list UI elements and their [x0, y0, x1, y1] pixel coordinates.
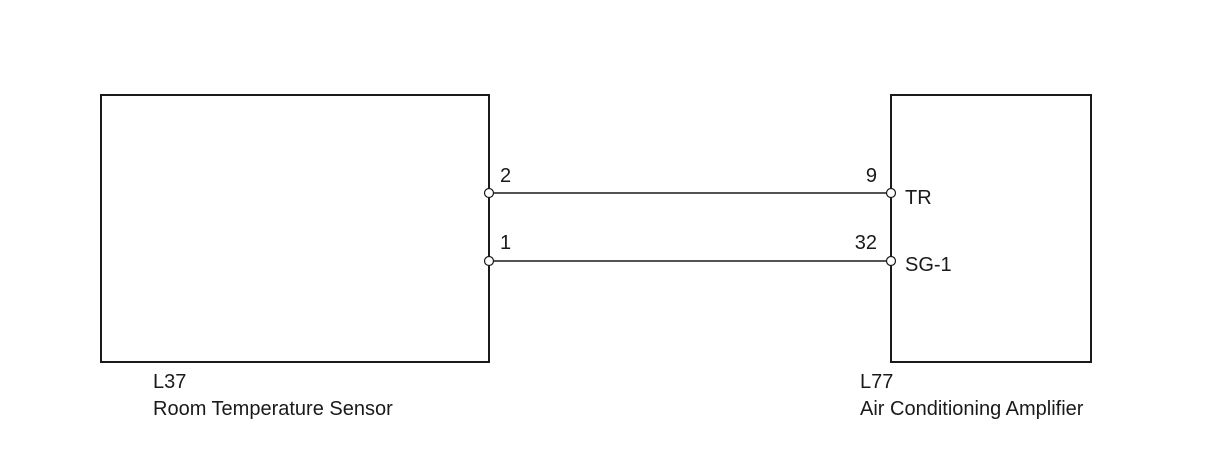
- amplifier-box: [890, 94, 1092, 363]
- sensor-pin-1-connector: [483, 255, 495, 267]
- amplifier-pin-32-connector: [885, 255, 897, 267]
- sensor-name: Room Temperature Sensor: [153, 398, 393, 420]
- amplifier-name: Air Conditioning Amplifier: [860, 398, 1084, 420]
- amplifier-pin-9-connector: [885, 187, 897, 199]
- sensor-code: L37: [153, 371, 186, 393]
- terminal-sg1-label: SG-1: [905, 254, 952, 276]
- amplifier-pin-32-label: 32: [855, 232, 877, 254]
- terminal-tr-label: TR: [905, 187, 932, 209]
- amplifier-pin-9-label: 9: [866, 165, 877, 187]
- sensor-pin-1-label: 1: [500, 232, 511, 254]
- sensor-box: [100, 94, 490, 363]
- sensor-pin-2-label: 2: [500, 165, 511, 187]
- sensor-pin-2-connector: [483, 187, 495, 199]
- amplifier-code: L77: [860, 371, 893, 393]
